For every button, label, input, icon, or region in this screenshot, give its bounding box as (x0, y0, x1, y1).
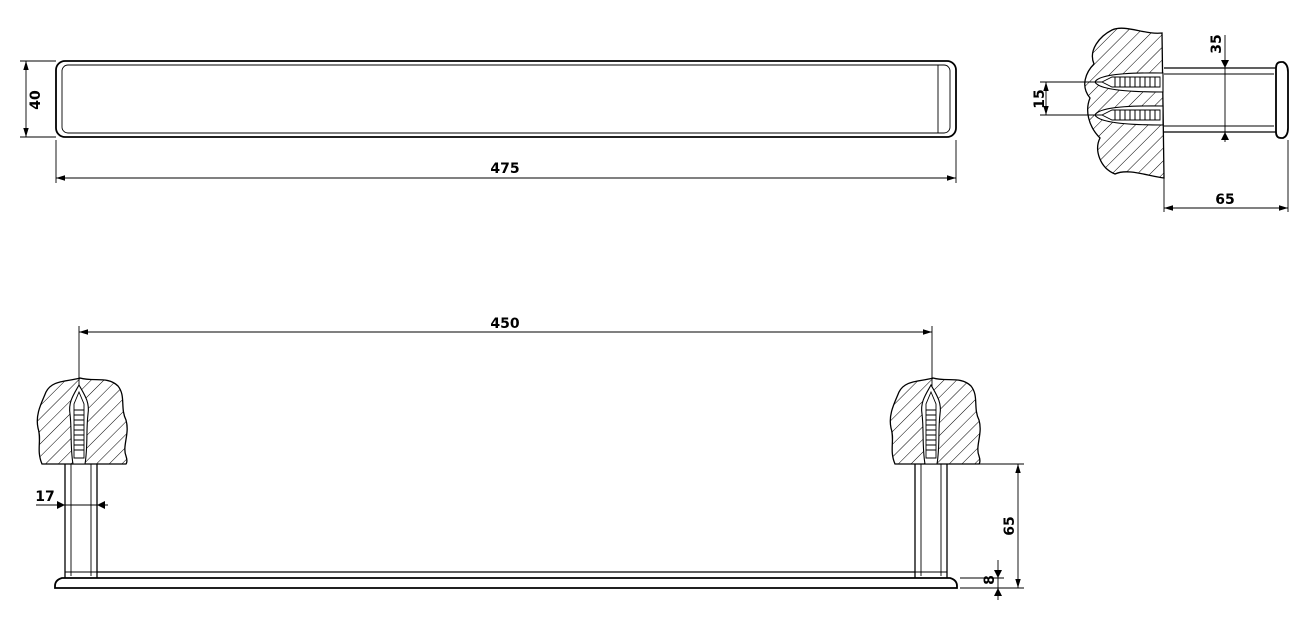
towel-bar (54, 577, 958, 589)
dim-bracket-height-label: 35 (1209, 34, 1225, 53)
bar-end-cap (1275, 61, 1289, 139)
bar-inner-edge (61, 64, 951, 134)
top-view: 475 40 (20, 60, 957, 183)
front-view: 450 17 65 (35, 316, 1024, 600)
side-view: 35 15 65 (1032, 27, 1289, 212)
dim-height-label: 40 (28, 90, 44, 110)
bar-outline (55, 60, 957, 138)
dim-depth-label: 65 (1215, 192, 1234, 208)
dim-bar-thickness-label: 8 (982, 575, 998, 585)
dim-center-distance-label: 450 (490, 316, 519, 332)
wall-section-side (1084, 27, 1165, 179)
dim-post-width-label: 17 (35, 489, 54, 505)
dim-screw-spacing-label: 15 (1032, 89, 1048, 108)
dim-projection-label: 65 (1002, 516, 1018, 535)
dim-length-label: 475 (490, 161, 519, 177)
